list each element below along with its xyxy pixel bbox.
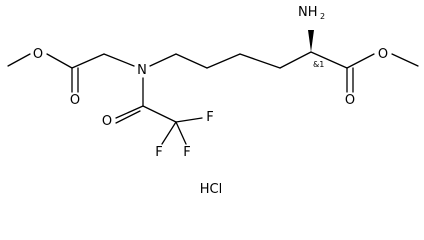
atom-o-right-carbonyl: O <box>345 93 355 108</box>
atom-f2: F <box>183 145 190 160</box>
bond-cf3-f2 <box>175 121 187 145</box>
atom-amine: NH <box>298 5 318 20</box>
atom-labels: O O N O F F F NH 2 &1 O O <box>33 5 388 160</box>
bond-c2-c3 <box>206 53 241 69</box>
salt-label: HCl <box>200 182 222 197</box>
atom-o-amide: O <box>102 114 112 129</box>
bond-calpha-c-right <box>310 51 348 69</box>
bond-o-ch3-right <box>391 53 419 67</box>
bonds <box>7 30 419 145</box>
atom-f3: F <box>155 145 162 160</box>
bond-c4-calpha <box>279 51 312 69</box>
bond-ch3-o-left <box>7 53 31 67</box>
bond-c-o-amide-1 <box>115 105 144 119</box>
atom-nitrogen: N <box>137 63 147 78</box>
bond-c-o-right <box>346 53 375 69</box>
atom-o-left-carbonyl: O <box>70 93 80 108</box>
bond-c1-c2 <box>175 53 208 69</box>
atom-f1: F <box>206 110 213 125</box>
bond-o-c-left <box>46 53 73 69</box>
bond-cf3-f1 <box>175 117 203 123</box>
bond-n-c1 <box>149 53 177 67</box>
atom-amine-subscript: 2 <box>320 12 325 21</box>
chemical-structure: O O N O F F F NH 2 &1 O O HCl <box>7 5 419 197</box>
stereo-label: &1 <box>313 60 324 69</box>
bond-c-cf3 <box>142 105 177 123</box>
wedge-bond-nh2 <box>308 30 314 52</box>
atom-o-left-ether: O <box>33 47 43 62</box>
bond-c3-c4 <box>239 53 281 69</box>
bond-c-ch2-left <box>71 53 105 69</box>
bond-c-o-amide-2 <box>115 110 141 124</box>
bond-ch2-n <box>103 53 135 67</box>
atom-o-right-ether: O <box>378 47 388 62</box>
bond-cf3-f3 <box>161 121 177 145</box>
